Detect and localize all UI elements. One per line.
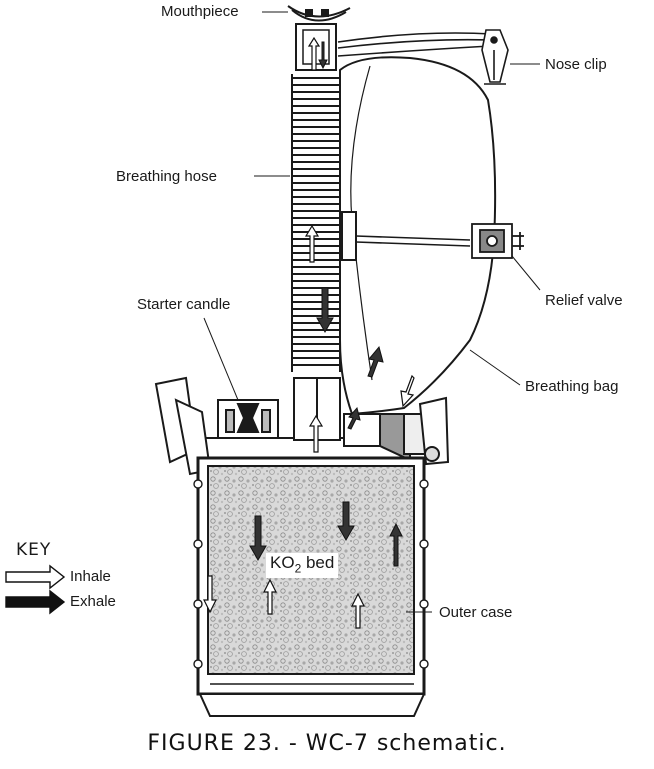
key-title: KEY	[16, 540, 52, 560]
key-inhale-arrow	[5, 564, 66, 590]
relief-valve	[471, 223, 524, 259]
key-exhale-arrow	[5, 589, 66, 615]
left-latch	[154, 376, 212, 476]
relief-valve-label: Relief valve	[545, 292, 623, 309]
breathing-hose-label: Breathing hose	[116, 168, 217, 185]
exhale-arrows	[249, 41, 403, 567]
starter-candle-leader	[203, 317, 239, 401]
outer-case-label: Outer case	[439, 604, 513, 621]
key-exhale-label: Exhale	[70, 593, 116, 610]
mouthpiece	[287, 5, 351, 22]
case-rivets	[193, 479, 429, 669]
ko2-bed-label: KO2 bed	[266, 553, 339, 579]
relief-valve-leader	[511, 255, 541, 291]
starter-candle-label: Starter candle	[137, 296, 231, 313]
mouthpiece-label: Mouthpiece	[161, 3, 239, 20]
inhale-arrows	[203, 36, 415, 629]
key-inhale-label: Inhale	[70, 568, 111, 585]
breathing-bag-leader	[469, 349, 521, 386]
nose-clip-label: Nose clip	[545, 56, 607, 73]
nose-clip	[337, 29, 509, 85]
bag-fitting	[341, 211, 471, 261]
starter-candle	[217, 399, 279, 443]
case-base	[198, 693, 426, 717]
breathing-hose	[291, 23, 341, 372]
right-latch	[418, 396, 450, 466]
figure-caption: FIGURE 23. - WC-7 schematic.	[147, 731, 507, 756]
breathing-bag-label: Breathing bag	[525, 378, 619, 395]
